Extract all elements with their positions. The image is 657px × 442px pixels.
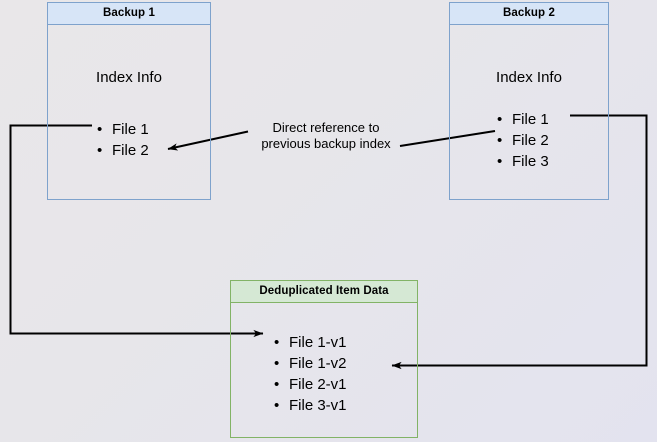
- backup2-file-item: File 2: [497, 130, 549, 151]
- backup1-box[interactable]: Backup 1 Index Info File 1 File 2: [47, 2, 211, 200]
- direct-reference-caption: Direct reference to previous backup inde…: [243, 120, 409, 152]
- dedup-item: File 2-v1: [274, 374, 347, 395]
- backup2-file-item: File 1: [497, 109, 549, 130]
- backup2-header: Backup 2: [449, 2, 609, 25]
- dedup-item: File 3-v1: [274, 395, 347, 416]
- dedup-header: Deduplicated Item Data: [230, 280, 418, 303]
- caption-line-2: previous backup index: [261, 136, 391, 151]
- backup2-body: Index Info File 1 File 2 File 3: [449, 25, 609, 200]
- backup1-body: Index Info File 1 File 2: [47, 25, 211, 200]
- backup2-file-item: File 3: [497, 151, 549, 172]
- dedup-body: File 1-v1 File 1-v2 File 2-v1 File 3-v1: [230, 303, 418, 438]
- backup1-index-info-label: Index Info: [96, 69, 162, 86]
- dedup-item-list: File 1-v1 File 1-v2 File 2-v1 File 3-v1: [274, 332, 347, 416]
- dedup-item: File 1-v2: [274, 353, 347, 374]
- dedup-box[interactable]: Deduplicated Item Data File 1-v1 File 1-…: [230, 280, 418, 438]
- backup1-file-item: File 1: [97, 119, 149, 140]
- dedup-item: File 1-v1: [274, 332, 347, 353]
- caption-line-1: Direct reference to: [272, 120, 380, 135]
- backup1-file-item: File 2: [97, 140, 149, 161]
- backup2-box[interactable]: Backup 2 Index Info File 1 File 2 File 3: [449, 2, 609, 200]
- backup2-index-info-label: Index Info: [496, 69, 562, 86]
- backup2-file-list: File 1 File 2 File 3: [497, 109, 549, 172]
- backup1-header: Backup 1: [47, 2, 211, 25]
- backup1-file-list: File 1 File 2: [97, 119, 149, 161]
